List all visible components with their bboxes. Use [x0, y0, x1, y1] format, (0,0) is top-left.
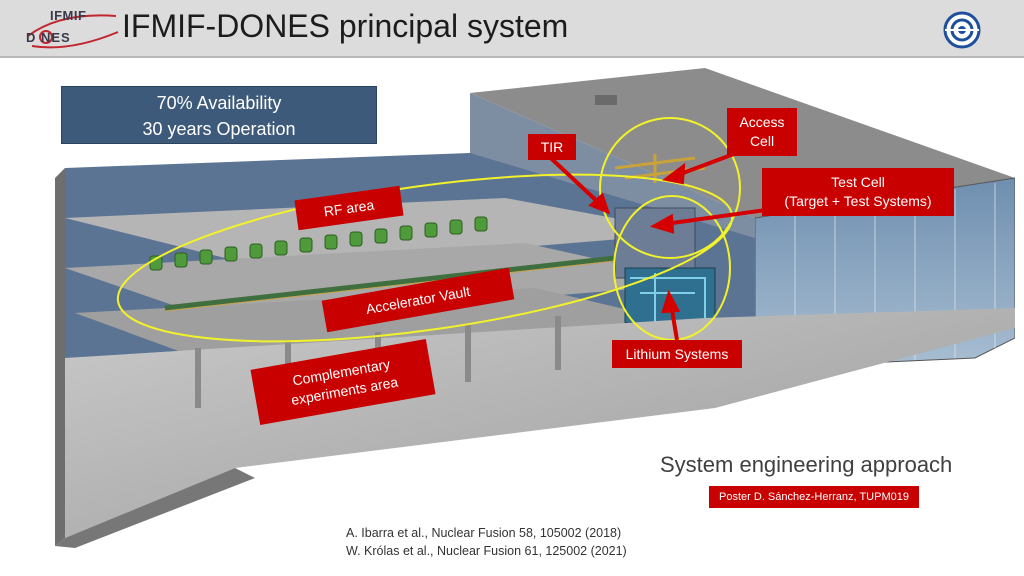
- logo-text-dones: D NES: [26, 30, 71, 45]
- outer-wall-left: [55, 168, 65, 546]
- ifmif-dones-logo: IFMIF D NES: [20, 6, 124, 52]
- test-cell-label-line2: (Target + Test Systems): [784, 193, 932, 209]
- availability-info-box: 70% Availability 30 years Operation: [61, 86, 377, 144]
- poster-reference-text: Poster D. Sánchez-Herranz, TUPM019: [719, 490, 909, 503]
- rf-equipment-row: [149, 216, 488, 271]
- logo-swoosh-icon: [27, 14, 119, 49]
- tir-label-text: TIR: [540, 138, 564, 155]
- tir-label: TIR: [528, 134, 576, 160]
- lithium-systems-label: Lithium Systems: [612, 340, 742, 368]
- logo-text-ifmif: IFMIF: [50, 8, 87, 23]
- access-cell-label-line1: Access: [739, 114, 785, 130]
- institution-emblem-icon: [943, 11, 981, 49]
- access-cell-highlight-circle: [599, 117, 741, 259]
- lithium-piping: [630, 273, 706, 323]
- test-cell-label-line1: Test Cell: [831, 174, 885, 190]
- lithium-systems-label-text: Lithium Systems: [625, 345, 729, 362]
- access-cell-label: Access Cell: [727, 108, 797, 156]
- beamline-rail: [164, 260, 616, 312]
- outer-wall-front: [55, 468, 255, 548]
- accelerator-beamline: [164, 255, 616, 311]
- reference-item: W. Królas et al., Nuclear Fusion 61, 125…: [346, 544, 627, 558]
- system-engineering-heading: System engineering approach: [660, 452, 953, 477]
- rf-area-label-text: RF area: [322, 196, 376, 219]
- header-bar: IFMIF D NES IFMIF-DONES principal system: [0, 0, 1024, 58]
- reference-item: A. Ibarra et al., Nuclear Fusion 58, 105…: [346, 526, 622, 540]
- roof-vent: [595, 95, 617, 105]
- access-cell-label-line2: Cell: [749, 133, 775, 149]
- test-cell-label: Test Cell (Target + Test Systems): [762, 168, 954, 216]
- poster-reference-badge: Poster D. Sánchez-Herranz, TUPM019: [709, 486, 919, 508]
- references-list: A. Ibarra et al., Nuclear Fusion 58, 105…: [346, 524, 627, 560]
- operation-years-line: 30 years Operation: [142, 119, 296, 139]
- availability-line: 70% Availability: [156, 93, 282, 113]
- page-title: IFMIF-DONES principal system: [122, 8, 569, 44]
